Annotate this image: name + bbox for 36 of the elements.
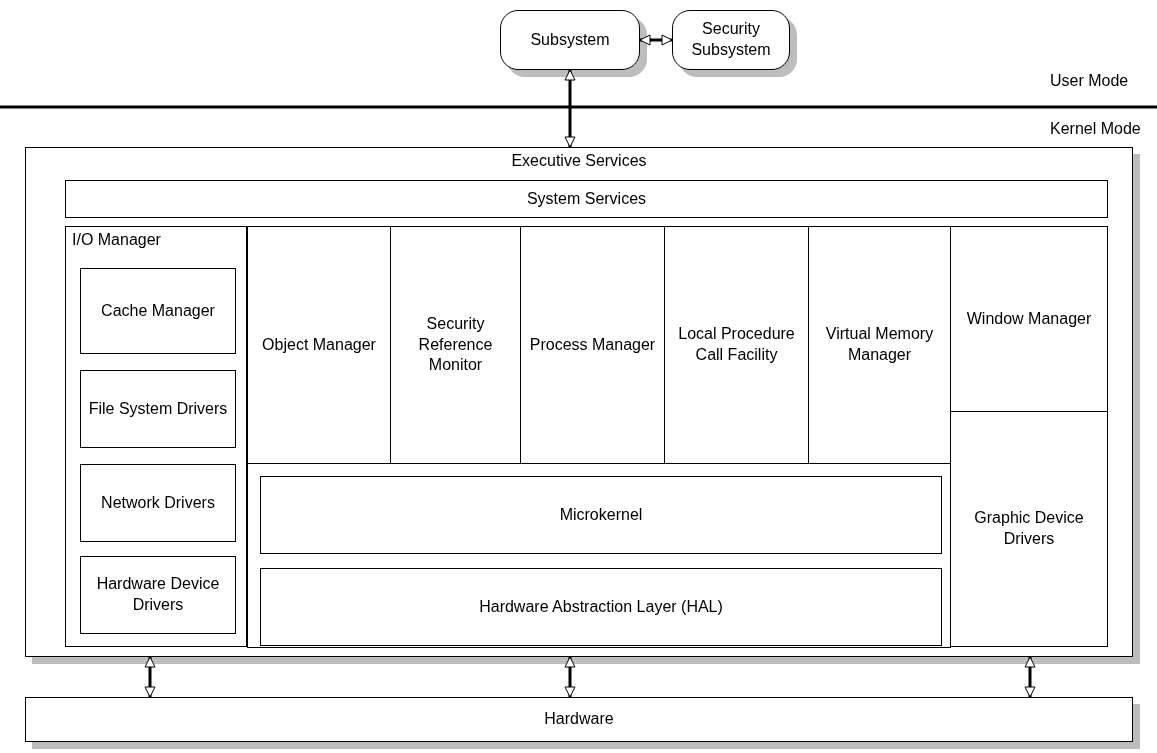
- node-label: Microkernel: [558, 504, 644, 525]
- double-arrow: [564, 656, 576, 698]
- double-arrow: [144, 656, 156, 698]
- node-label: System Services: [525, 188, 648, 209]
- node-label: Graphic Device Drivers: [973, 508, 1085, 549]
- component-box: [950, 226, 1108, 412]
- node-label: Executive Services: [510, 151, 648, 171]
- layer-box: [260, 568, 942, 646]
- node-label: Security Reference Monitor: [417, 313, 494, 376]
- mode-label: Kernel Mode: [1050, 120, 1141, 138]
- layer-box: [65, 180, 1108, 218]
- node-label: Network Drivers: [100, 492, 216, 513]
- double-arrow: [1024, 656, 1036, 698]
- node-label: File System Drivers: [87, 398, 229, 419]
- double-arrow: [639, 34, 673, 46]
- component-box: [950, 411, 1108, 647]
- node-label: Security Subsystem: [690, 19, 772, 60]
- mode-label: User Mode: [1050, 72, 1129, 90]
- node-label: Hardware: [543, 709, 615, 730]
- node-label: Hardware Device Drivers: [95, 574, 221, 615]
- node-label: Virtual Memory Manager: [824, 324, 935, 365]
- component-box: [80, 268, 236, 354]
- component-box: [80, 556, 236, 634]
- double-arrow: [564, 69, 576, 148]
- node-label: Local Procedure Call Facility: [677, 324, 796, 365]
- node-label: I/O Manager: [71, 230, 162, 250]
- node-label: Hardware Abstraction Layer (HAL): [478, 596, 724, 617]
- node-label: Window Manager: [965, 308, 1093, 329]
- manager-panel: [65, 226, 247, 647]
- node-label: Process Manager: [528, 334, 657, 355]
- component-box: [80, 464, 236, 542]
- node-label: Object Manager: [261, 334, 377, 355]
- node-label: Cache Manager: [100, 300, 216, 321]
- layer-box: [260, 476, 942, 554]
- component-box: [80, 370, 236, 448]
- node-label: Subsystem: [529, 29, 611, 50]
